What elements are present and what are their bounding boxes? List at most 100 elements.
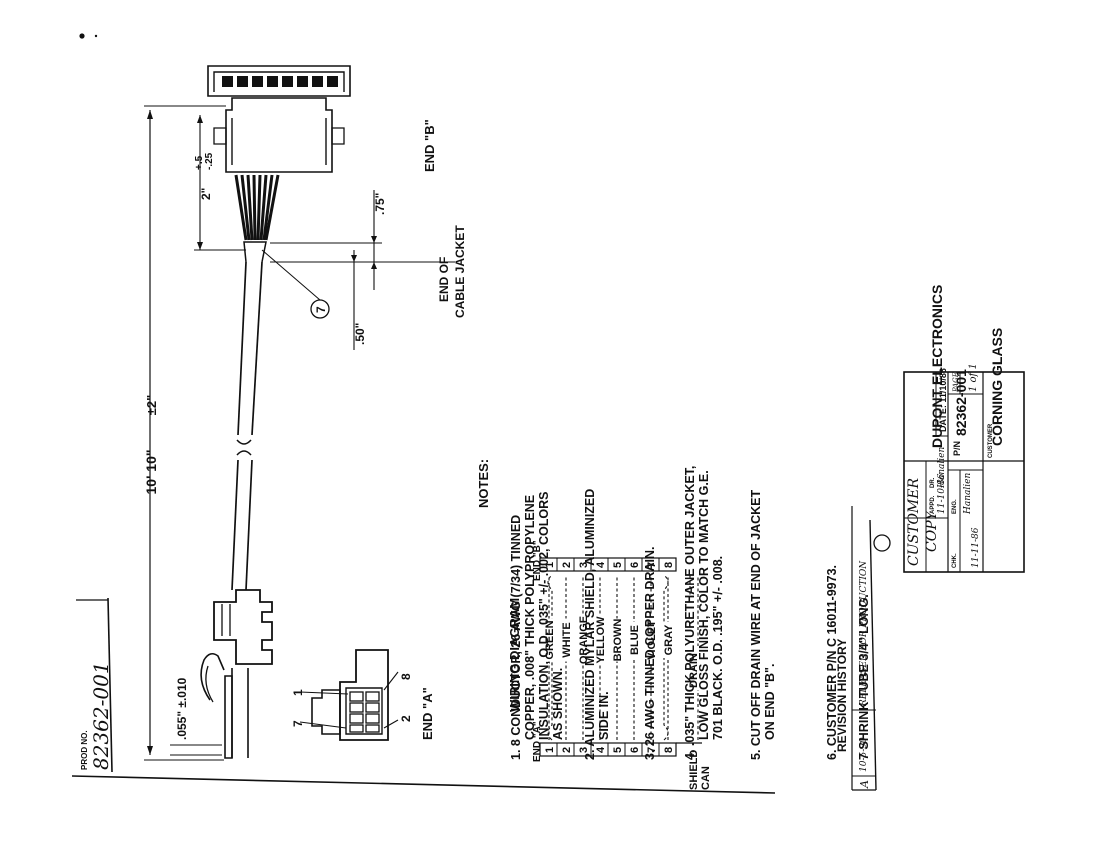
wire-label-mask [611,618,623,662]
wire-pin-b: 5 [612,562,624,568]
stray-dot [94,34,98,38]
breakout-tol-plus: +.5 [194,155,205,170]
appd-date: 11-10-86 [937,473,947,514]
drawing-date: DATE: 11/10/86 [938,368,948,432]
wire-pin-b: 7 [646,562,658,568]
note-4-line: 701 BLACK. O.D. .195" +/- .008. [711,556,725,740]
wire-pin-b: 4 [595,561,607,568]
callout-7-circle [310,299,330,319]
wire-label-mask [628,622,640,658]
wire-color-blue: BLUE [629,625,641,655]
prod-number-block: PROD NO. 82362-001 [76,599,113,770]
note-4-line: 4. .035" THICK POLYURETHANE OUTER JACKET… [683,466,697,760]
end-a-face-view: 7 1 8 2 END "A" [291,649,435,741]
cable-assembly [200,65,351,759]
cable-jacket-label-1: END OF [437,257,451,302]
page-label: PAGE [952,372,960,393]
wire-pin-b: 2 [561,562,573,568]
end-a-label: END "A" [420,687,435,740]
wire-pin-a: 3 [578,747,590,753]
stray-dot [79,33,85,39]
revision-desc: RELEASED FOR PRODUCTION [859,560,869,707]
prod-no-label: PROD NO. [80,730,89,770]
shield-label-2: CAN [700,766,712,790]
note-7-line: 7 SHRINK TUBE 3/4" LONG. [857,594,871,760]
notes-heading: NOTES: [476,459,491,508]
wiring-end-b: END "B" [532,540,543,581]
border-bottom [71,775,776,794]
dr-label: DR. [930,477,936,488]
wire-pin-a: 5 [612,747,624,753]
pin-label-7: 7 [291,720,305,727]
wire-color-violet: VIOLET [646,620,658,660]
wire-pin-b: 6 [629,562,641,568]
wiring-title: WIRING DIAGRAM [507,598,522,712]
revision-date: 10-5-90 [859,737,869,772]
wire-pin-a: 2 [561,747,573,753]
wire-label-mask [560,618,572,662]
note-1-line: INSULATION, O.D. .035" +/- .002, COLORS [537,492,551,740]
wire-pin-a: 7 [646,747,658,753]
note-2-line: SIDE IN. [597,691,611,740]
pin-label-1: 1 [291,689,305,696]
wiring-end-a: END "A" [532,721,543,762]
chk-label: CHK. [952,553,958,568]
eng-signature: Hanalien [963,473,973,515]
eng-label: ENG. [952,499,958,514]
wire-label-mask [577,615,589,665]
revision-title: REVISION HISTORY [835,639,849,752]
wire-label-mask [662,622,674,658]
wire-pin-b: 3 [578,562,590,568]
notes: NOTES: 1. 8 CONDUCTOR, 26 AWG (7/34) TIN… [476,459,891,761]
pin-label-8: 8 [399,673,413,680]
dr-signature: Hanalien [937,447,947,489]
pin-label-2: 2 [399,715,413,722]
wire-pin-a: 1 [544,747,556,753]
drain-label: DRAIN [688,653,700,688]
note-3-line: 3. 26 AWG TINNED COPPER DRAIN. [643,547,657,760]
wire-color-green: GREEN [544,620,556,659]
border-left [107,597,113,773]
pn-label: P/N [952,441,962,456]
copy-stamp-1: CUSTOMER [906,478,922,566]
cable-jacket-label-2: CABLE JACKET [453,225,467,318]
part-number: 82362-001 [953,369,969,436]
note-2-line: 2. ALUMINIZED MYLAR SHIELD, ALUMINIZED [583,489,597,760]
note-1-line: 1. 8 CONDUCTOR, 26 AWG (7/34) TINNED [509,515,523,760]
wire-color-yellow: YELLOW [595,616,607,664]
jacket-len-dim: .75" [373,193,387,215]
wire-color-brown: BROWN [612,619,624,662]
note-7-circle [873,534,891,552]
page-value: 1 of 1 [968,363,979,392]
note-1-line: COPPER, .008" THICK POLYPROPYLENE [523,495,537,740]
appd-label: APPD. [930,495,936,514]
note-1-line: AS SHOWN. [551,668,565,740]
wire-pin-b: 1 [544,562,556,568]
wire-label-mask [543,618,555,662]
wire-pin-b: 8 [663,562,675,568]
note-6-line: 6. CUSTOMER P/N C 16011-9973. [825,565,839,760]
callout-7: 7 [314,306,328,313]
wiring-diagram: WIRING DIAGRAM END "A" END "B" [507,540,712,790]
wire-label-mask [594,615,606,665]
chk-date: 11-11-86 [971,527,981,568]
customer-label: CUSTOMER [988,423,994,458]
breakout-tol-minus: -.25 [204,152,215,170]
wire-pin-a: 8 [663,747,675,753]
note-4-line: LOW GLOSS FINISH, COLOR TO MATCH G.E. [697,470,711,740]
copy-stamp-2: COPY [924,509,940,552]
breakout-len-dim: 2" [199,188,213,200]
wire-pin-a: 6 [629,747,641,753]
revision-letter: A [858,780,871,789]
company-name: DUPONT ELECTRONICS [929,285,945,448]
shield-label-1: SHIELD [688,750,700,790]
wire-dia-dim: .055" ±.010 [175,677,189,740]
title-block: CUSTOMER COPY APPD. 11-10-86 DR. Hanalie… [903,285,1025,573]
prod-no-value: 82362-001 [89,661,113,770]
revision-history: REVISION HISTORY A 10-5-90 RELEASED FOR … [835,506,877,791]
dimensions: ____________ 10' 10" ±2" .055" ±.010 2" … [138,105,467,761]
note-5-line: 5. CUT OFF DRAIN WIRE AT END OF JACKET [749,490,763,761]
note-5-line: ON END "B". [763,664,777,740]
wire-pin-a: 4 [595,746,607,753]
